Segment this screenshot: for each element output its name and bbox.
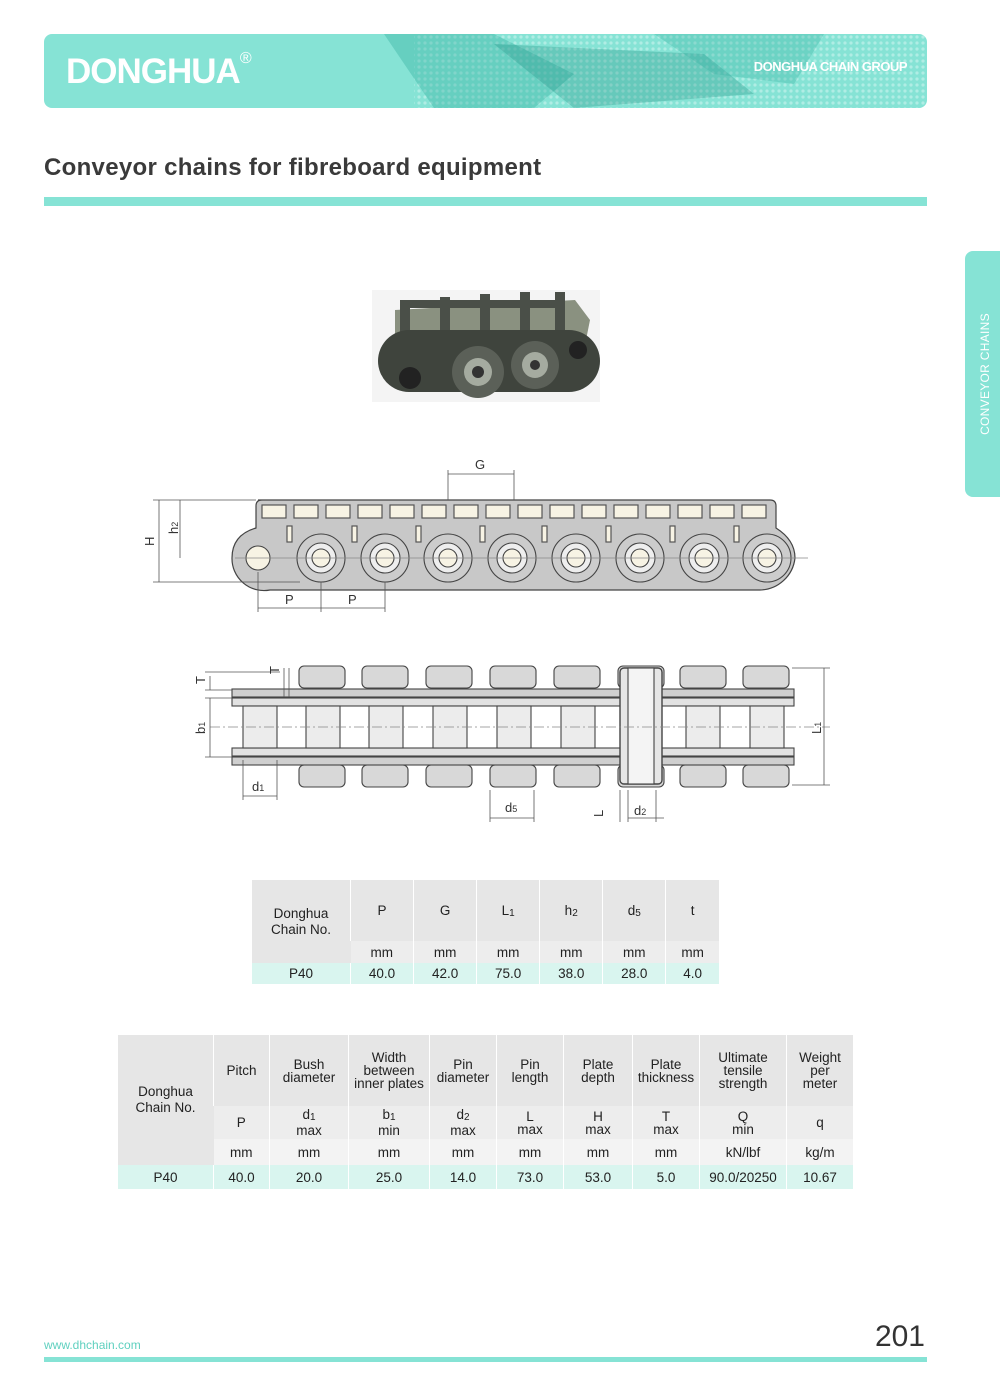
label-h2: h2 — [166, 522, 181, 534]
col-t: t — [665, 880, 719, 941]
value-cell: 5.0 — [632, 1165, 700, 1189]
side-tab: CONVEYOR CHAINS — [965, 251, 1000, 497]
label-L: L — [591, 810, 606, 817]
sym-q: q — [786, 1106, 853, 1139]
header-banner: DONGHUA® DONGHUA CHAIN GROUP — [44, 34, 927, 108]
footer-bar — [44, 1357, 927, 1362]
value-cell: 25.0 — [348, 1165, 430, 1189]
table-row: P40 40.0 42.0 75.0 38.0 28.0 4.0 — [252, 963, 719, 984]
label-d1: d1 — [252, 779, 264, 794]
label-P: P — [285, 592, 294, 607]
sym-P: P — [213, 1106, 270, 1139]
value-cell: 28.0 — [602, 963, 666, 984]
page-title: Conveyor chains for fibreboard equipment — [44, 154, 542, 181]
unit-cell: kN/lbf — [699, 1139, 787, 1165]
unit-cell: mm — [665, 941, 719, 963]
label-P-2: P — [348, 592, 357, 607]
col-P: P — [349, 880, 414, 941]
label-d5: d5 — [505, 800, 517, 815]
page-number: 201 — [874, 1320, 925, 1353]
label-H: H — [142, 537, 157, 546]
footer-url[interactable]: www.dhchain.com — [44, 1338, 141, 1352]
unit-cell: mm — [496, 1139, 564, 1165]
label-T: T — [193, 676, 208, 684]
value-cell: 38.0 — [539, 963, 603, 984]
group-name: DONGHUA CHAIN GROUP — [753, 59, 908, 74]
unit-cell: mm — [269, 1139, 349, 1165]
side-view-drawing — [153, 470, 808, 612]
col-G: G — [413, 880, 477, 941]
value-cell: 90.0/20250 — [699, 1165, 787, 1189]
label-L1: L1 — [809, 722, 824, 734]
unit-cell: mm — [213, 1139, 270, 1165]
unit-cell: mm — [429, 1139, 497, 1165]
value-cell: 53.0 — [563, 1165, 633, 1189]
unit-cell: mm — [413, 941, 477, 963]
chain-no-cell: P40 — [118, 1165, 214, 1189]
col-d5: d5 — [602, 880, 666, 941]
unit-cell: mm — [632, 1139, 700, 1165]
value-cell: 14.0 — [429, 1165, 497, 1189]
label-T-2: T — [267, 666, 282, 674]
label-b1: b1 — [193, 722, 208, 734]
value-cell: 4.0 — [665, 963, 719, 984]
unit-cell: mm — [602, 941, 666, 963]
value-cell: 73.0 — [496, 1165, 564, 1189]
chain-no-cell: P40 — [252, 963, 351, 984]
value-cell: 10.67 — [786, 1165, 853, 1189]
title-underline — [44, 197, 927, 206]
col-pitch: Pitch — [213, 1035, 270, 1106]
unit-cell: mm — [563, 1139, 633, 1165]
table-row: P40 40.0 20.0 25.0 14.0 73.0 53.0 5.0 90… — [118, 1165, 853, 1189]
unit-cell: mm — [476, 941, 540, 963]
value-cell: 42.0 — [413, 963, 477, 984]
drawing-labels: G H h2 P P T T b1 d1 d5 L d2 L1 — [142, 457, 824, 818]
product-photo — [372, 290, 600, 402]
unit-cell: kg/m — [786, 1139, 853, 1165]
top-view-drawing — [205, 665, 830, 822]
label-G: G — [475, 457, 485, 472]
col-L1: L1 — [476, 880, 540, 941]
unit-cell: mm — [350, 941, 414, 963]
unit-cell: mm — [348, 1139, 430, 1165]
value-cell: 75.0 — [476, 963, 540, 984]
unit-cell: mm — [539, 941, 603, 963]
value-cell: 40.0 — [213, 1165, 270, 1189]
decorative-pattern — [384, 34, 927, 108]
value-cell: 40.0 — [349, 963, 414, 984]
col-h2: h2 — [539, 880, 603, 941]
value-cell: 20.0 — [269, 1165, 349, 1189]
label-d2: d2 — [634, 803, 646, 818]
brand-logo: DONGHUA® — [66, 50, 252, 91]
